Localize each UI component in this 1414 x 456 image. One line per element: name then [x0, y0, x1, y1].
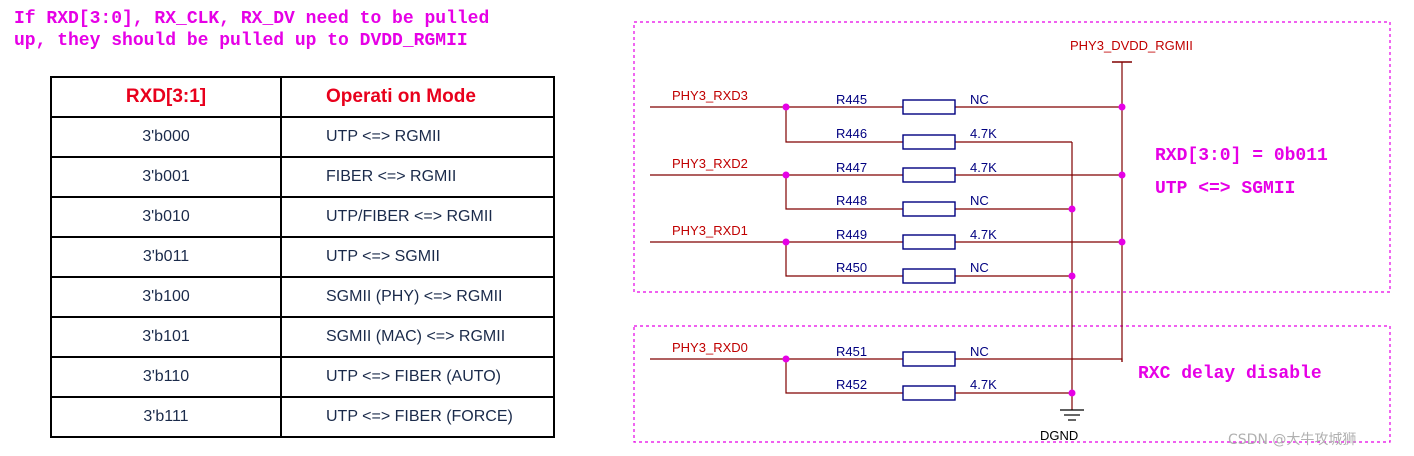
pullup-note: If RXD[3:0], RX_CLK, RX_DV need to be pu… — [14, 9, 490, 51]
resistor-r452: R452 4.7K — [836, 377, 997, 401]
mode-annotation: UTP <=> SGMII — [1155, 179, 1295, 199]
mode-value: SGMII (PHY) <=> RGMII — [280, 276, 555, 318]
header-rxd: RXD[3:1] — [50, 76, 282, 118]
rxd-setting-annotation: RXD[3:0] = 0b011 — [1155, 146, 1328, 166]
resistor-r448: R448 NC — [836, 193, 989, 217]
resistor-ref: R446 — [836, 126, 867, 141]
rxd-value: 3'b000 — [50, 116, 282, 158]
table-header-row: RXD[3:1] Operati on Mode — [50, 76, 555, 118]
resistor-ref: R450 — [836, 260, 867, 275]
resistor-value: 4.7K — [970, 126, 997, 141]
rxc-strap-group-box — [633, 325, 1391, 443]
mode-value: UTP/FIBER <=> RGMII — [280, 196, 555, 238]
rxc-annotation: RXC delay disable — [1138, 364, 1322, 384]
net-label-rxd0: PHY3_RXD0 — [672, 340, 748, 355]
rxd-value: 3'b001 — [50, 156, 282, 198]
resistor-ref: R448 — [836, 193, 867, 208]
resistor-value: NC — [970, 344, 989, 359]
junction-dots — [782, 103, 1126, 397]
mode-value: UTP <=> RGMII — [280, 116, 555, 158]
resistor-r449: R449 4.7K — [836, 227, 997, 250]
resistor-ref: R452 — [836, 377, 867, 392]
rxd-value: 3'b011 — [50, 236, 282, 278]
resistor-value: NC — [970, 193, 989, 208]
rxd-value: 3'b010 — [50, 196, 282, 238]
net-wires — [650, 106, 1123, 394]
rxd-value: 3'b101 — [50, 316, 282, 358]
resistor-r451: R451 NC — [836, 344, 989, 367]
resistor-value: 4.7K — [970, 160, 997, 175]
resistor-ref: R449 — [836, 227, 867, 242]
ground-net-label: DGND — [1040, 428, 1078, 443]
net-label-rxd3: PHY3_RXD3 — [672, 88, 748, 103]
rxd-value: 3'b111 — [50, 396, 282, 438]
resistor-value: 4.7K — [970, 377, 997, 392]
mode-value: SGMII (MAC) <=> RGMII — [280, 316, 555, 358]
mode-value: FIBER <=> RGMII — [280, 156, 555, 198]
net-label-rxd2: PHY3_RXD2 — [672, 156, 748, 171]
resistor-ref: R447 — [836, 160, 867, 175]
resistor-r446: R446 4.7K — [836, 126, 997, 150]
resistor-value: NC — [970, 260, 989, 275]
rxd-value: 3'b110 — [50, 356, 282, 398]
mode-value: UTP <=> FIBER (AUTO) — [280, 356, 555, 398]
resistor-r445: R445 NC — [836, 92, 989, 115]
rxd-strap-group-box — [633, 21, 1391, 293]
power-net-label: PHY3_DVDD_RGMII — [1070, 38, 1193, 53]
header-operation-mode: Operati on Mode — [280, 76, 555, 118]
rxd-value: 3'b100 — [50, 276, 282, 318]
resistor-value: 4.7K — [970, 227, 997, 242]
resistor-ref: R451 — [836, 344, 867, 359]
net-label-rxd1: PHY3_RXD1 — [672, 223, 748, 238]
watermark: CSDN @大牛攻城狮 — [1228, 432, 1356, 448]
resistor-value: NC — [970, 92, 989, 107]
resistor-ref: R445 — [836, 92, 867, 107]
mode-value: UTP <=> FIBER (FORCE) — [280, 396, 555, 438]
resistor-r450: R450 NC — [836, 260, 989, 284]
resistor-r447: R447 4.7K — [836, 160, 997, 183]
ground-symbol — [1060, 409, 1084, 421]
mode-value: UTP <=> SGMII — [280, 236, 555, 278]
